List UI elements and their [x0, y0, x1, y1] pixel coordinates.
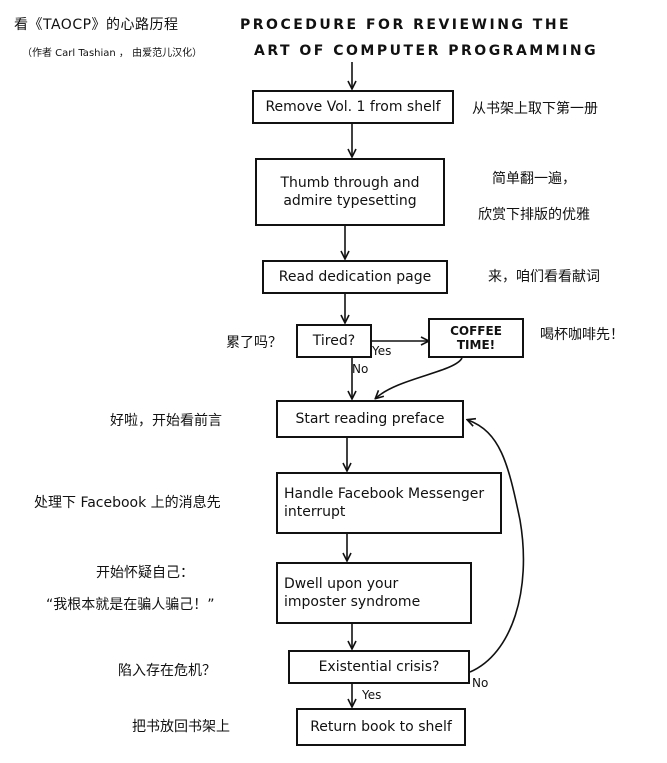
step-thumb-through: Thumb through and admire typesetting — [255, 158, 445, 226]
edge-label-crisis-yes: Yes — [362, 688, 382, 702]
decision-tired: Tired? — [296, 324, 372, 358]
annotation-dedication: 来，咱们看看献词 — [488, 269, 600, 285]
chinese-subtitle: （作者 Carl Tashian ， 由爱范儿汉化） — [22, 48, 203, 59]
step-read-dedication: Read dedication page — [262, 260, 448, 294]
edge-label-tired-yes: Yes — [372, 344, 392, 358]
annotation-tired: 累了吗？ — [226, 335, 282, 351]
annotation-return: 把书放回书架上 — [132, 719, 230, 735]
annotation-crisis: 陷入存在危机？ — [118, 663, 216, 679]
arrow-coffee-to-preface — [376, 357, 463, 398]
annotation-imposter-line1: 开始怀疑自己： — [96, 565, 194, 581]
annotation-remove: 从书架上取下第一册 — [472, 101, 598, 117]
step-remove-volume: Remove Vol. 1 from shelf — [252, 90, 454, 124]
chinese-title: 看《TAOCP》的心路历程 — [14, 17, 179, 33]
edge-label-crisis-no: No — [472, 676, 489, 690]
english-title-line2: ART OF COMPUTER PROGRAMMING — [254, 43, 599, 59]
annotation-coffee: 喝杯咖啡先！ — [540, 327, 624, 343]
english-title: PROCEDURE FOR REVIEWING THE ART OF COMPU… — [240, 12, 598, 64]
arrow-crisis-back-to-preface — [468, 420, 525, 673]
step-start-preface: Start reading preface — [276, 400, 464, 438]
annotation-preface: 好啦，开始看前言 — [110, 413, 222, 429]
english-title-line1: PROCEDURE FOR REVIEWING THE — [240, 17, 572, 33]
annotation-imposter-line2: “我根本就是在骗人骗己！” — [46, 597, 215, 613]
annotation-thumb-line1: 简单翻一遍， — [492, 171, 576, 187]
step-return-book: Return book to shelf — [296, 708, 466, 746]
step-imposter-syndrome: Dwell upon your imposter syndrome — [276, 562, 472, 624]
decision-existential-crisis: Existential crisis? — [288, 650, 470, 684]
annotation-facebook: 处理下 Facebook 上的消息先 — [34, 495, 221, 511]
step-coffee-time: COFFEE TIME! — [428, 318, 524, 358]
step-facebook-interrupt: Handle Facebook Messenger interrupt — [276, 472, 502, 534]
annotation-thumb-line2: 欣赏下排版的优雅 — [478, 207, 590, 223]
edge-label-tired-no: No — [352, 362, 369, 376]
